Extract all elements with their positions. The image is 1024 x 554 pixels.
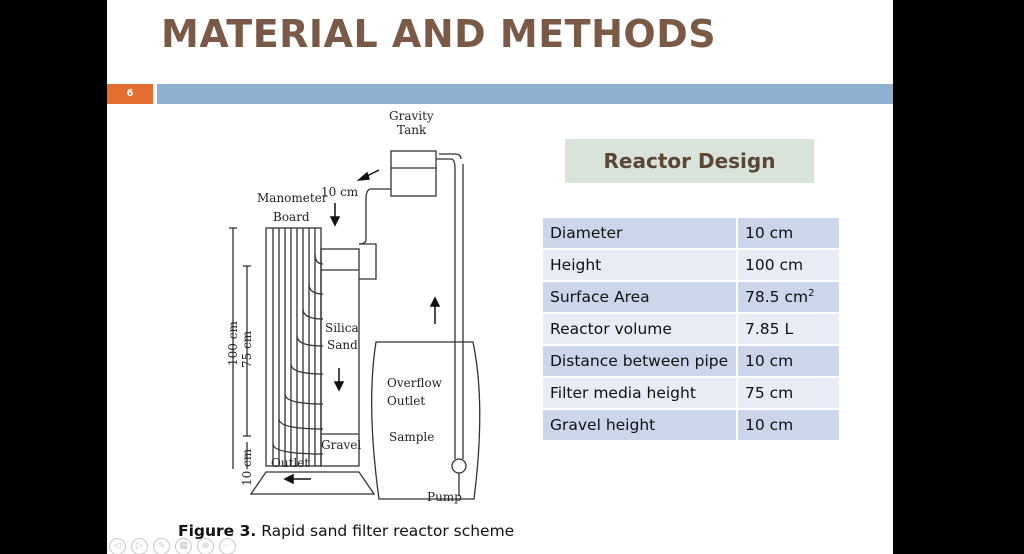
label-sand: Sand [327, 338, 358, 352]
slide: MATERIAL AND METHODS 6 [107, 0, 893, 554]
label-10cm-top: 10 cm [321, 185, 359, 199]
row-label: Gravel height [541, 408, 738, 442]
label-100cm: 100 cm [226, 321, 240, 366]
caption-label: Figure 3. [178, 522, 257, 540]
zoom-icon[interactable]: ⊕ [197, 538, 214, 554]
label-manometer: Manometer [257, 191, 328, 205]
row-label: Distance between pipe [541, 344, 738, 378]
row-value-superscript: 2 [808, 287, 815, 299]
slide-title: MATERIAL AND METHODS [161, 12, 717, 56]
row-value-text: 10 cm [745, 224, 794, 242]
label-overflow-outlet: Outlet [387, 394, 425, 408]
row-value-text: 100 cm [745, 256, 804, 274]
more-icon[interactable]: ⋯ [219, 538, 236, 554]
row-value: 10 cm [736, 344, 841, 378]
next-icon[interactable]: ▷ [131, 538, 148, 554]
row-value-text: 78.5 cm [745, 288, 809, 307]
label-overflow: Overflow [387, 376, 443, 390]
slideshow-nav: ◁ ▷ ✎ ▦ ⊕ ⋯ [109, 538, 236, 554]
row-value: 7.85 L [736, 312, 841, 346]
row-value-text: 7.85 L [745, 320, 794, 338]
slide-number: 6 [107, 84, 153, 104]
row-label: Surface Area [541, 280, 738, 314]
table-row: Distance between pipe 10 cm [541, 344, 841, 378]
table-row: Gravel height 10 cm [541, 408, 841, 442]
label-10cm-bottom: 10 cm [240, 448, 254, 486]
label-silica: Silica [325, 321, 359, 335]
label-board: Board [273, 210, 310, 224]
label-gravity: Gravity [389, 109, 434, 123]
row-value-text: 75 cm [745, 384, 794, 402]
table-row: Height 100 cm [541, 248, 841, 282]
label-75cm: 75 cm [240, 330, 254, 368]
row-value: 10 cm [736, 408, 841, 442]
title-underline-bar [157, 84, 893, 104]
row-label: Height [541, 248, 738, 282]
label-tank: Tank [397, 123, 427, 137]
reactor-scheme-diagram: Gravity Tank Manometer Board 10 cm Silic… [226, 109, 481, 504]
row-value: 100 cm [736, 248, 841, 282]
label-sample: Sample [389, 430, 434, 444]
label-pump: Pump [427, 490, 462, 504]
row-label: Filter media height [541, 376, 738, 410]
label-gravel: Gravel [321, 438, 361, 452]
row-value-text: 10 cm [745, 352, 794, 370]
label-outlet: Outlet [271, 456, 309, 470]
prev-icon[interactable]: ◁ [109, 538, 126, 554]
table-row: Filter media height 75 cm [541, 376, 841, 410]
row-label: Reactor volume [541, 312, 738, 346]
row-value: 75 cm [736, 376, 841, 410]
reactor-design-heading: Reactor Design [565, 139, 814, 183]
pen-icon[interactable]: ✎ [153, 538, 170, 554]
table-row: Diameter 10 cm [541, 216, 841, 250]
row-value-text: 10 cm [745, 416, 794, 434]
row-value: 78.5 cm2 [736, 280, 841, 314]
row-value: 10 cm [736, 216, 841, 250]
row-label: Diameter [541, 216, 738, 250]
slides-icon[interactable]: ▦ [175, 538, 192, 554]
caption-text: Rapid sand filter reactor scheme [256, 522, 515, 540]
table-row: Reactor volume 7.85 L [541, 312, 841, 346]
figure-caption: Figure 3. Rapid sand filter reactor sche… [178, 522, 514, 540]
